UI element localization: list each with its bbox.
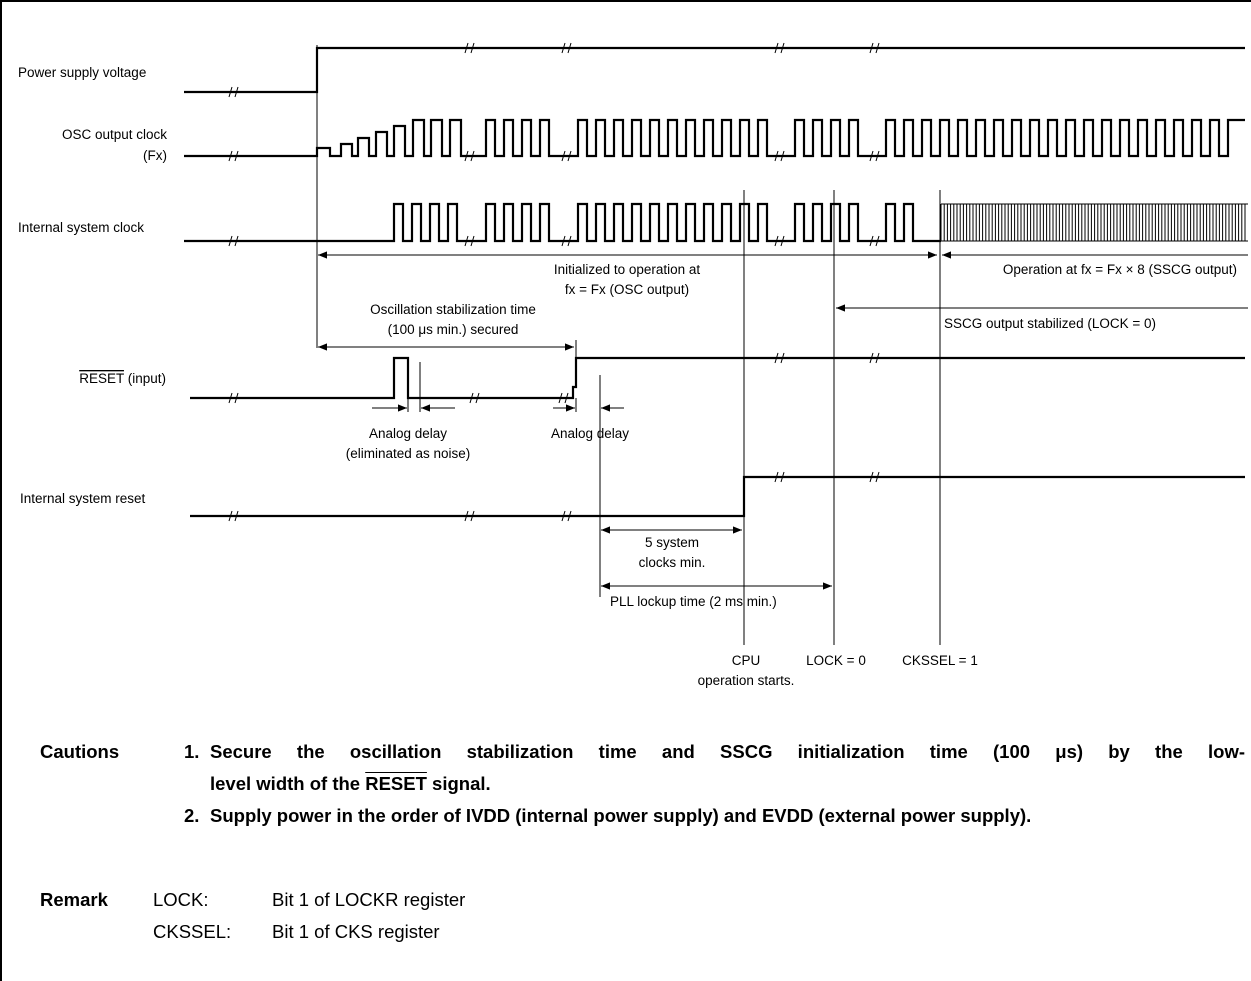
remark-term-lock: LOCK:	[153, 889, 209, 910]
text-delay-noise-1: Analog delay	[369, 426, 447, 441]
sysreset-break-1	[228, 510, 239, 522]
sysreset-waveform	[190, 475, 1245, 518]
sysclk-sscg-bounds	[941, 203, 1248, 242]
timing-diagram: Power supply voltage OSC output clock (F…	[18, 42, 1248, 688]
osc-waveform	[184, 118, 1245, 158]
sysclk-break-3	[869, 235, 880, 247]
sysclk-break-2	[774, 235, 785, 247]
text-lock0: LOCK = 0	[806, 653, 866, 668]
reset-break-3	[558, 392, 569, 404]
reset-break-2	[469, 392, 480, 404]
remark-desc-ckssel: Bit 1 of CKS register	[272, 921, 440, 942]
text-5clocks-2: clocks min.	[639, 555, 706, 570]
label-sysclk: Internal system clock	[18, 220, 144, 235]
text-sscg-op: Operation at fx = Fx × 8 (SSCG output)	[1003, 262, 1237, 277]
label-osc: OSC output clock	[62, 127, 167, 142]
caution-1-reset: RESET	[365, 773, 427, 794]
label-reset-in: RESET (input)	[79, 371, 166, 386]
text-osc-stab-1: Oscillation stabilization time	[370, 302, 536, 317]
osc-break-0	[464, 150, 475, 162]
power-break-1	[561, 42, 572, 54]
osc-break-low	[228, 150, 239, 162]
label-osc-fx: (Fx)	[143, 148, 167, 163]
text-cpu-2: operation starts.	[698, 673, 795, 688]
text-init-op-2: fx = Fx (OSC output)	[565, 282, 689, 297]
sysreset-break-5	[869, 471, 880, 483]
cautions-block: Cautions 1. Secure the oscillation stabi…	[40, 736, 1245, 832]
sysclk-break-low	[228, 235, 239, 247]
power-break-low	[228, 86, 239, 98]
reset-break-5	[869, 352, 880, 364]
reset-break-1	[228, 392, 239, 404]
text-delay: Analog delay	[551, 426, 629, 441]
waveforms	[184, 46, 1248, 518]
reset-break-4	[774, 352, 785, 364]
power-waveform	[184, 46, 1245, 94]
osc-break-2	[774, 150, 785, 162]
remark-term-ckssel: CKSSEL:	[153, 921, 232, 942]
sysclk-break-1	[561, 235, 572, 247]
text-osc-stab-2: (100 μs min.) secured	[388, 322, 519, 337]
osc-break-1	[561, 150, 572, 162]
remark-block: Remark LOCK: Bit 1 of LOCKR register CKS…	[40, 884, 465, 948]
osc-break-3	[869, 150, 880, 162]
label-reset-bar: RESET	[79, 371, 124, 386]
power-break-0	[464, 42, 475, 54]
caution-1-line2: level width of the RESET signal.	[210, 773, 491, 794]
caution-1-line1: Secure the oscillation stabilization tim…	[210, 741, 1245, 762]
power-break-2	[774, 42, 785, 54]
sysreset-break-2	[464, 510, 475, 522]
cautions-heading: Cautions	[40, 741, 120, 762]
text-sscg-stab: SSCG output stabilized (LOCK = 0)	[944, 316, 1156, 331]
sysreset-break-4	[774, 471, 785, 483]
label-sysreset: Internal system reset	[20, 491, 146, 506]
text-cpu-1: CPU	[732, 653, 761, 668]
caution-2-text: Supply power in the order of IVDD (inter…	[210, 805, 1032, 826]
text-pll-lockup: PLL lockup time (2 ms min.)	[610, 594, 777, 609]
remark-heading: Remark	[40, 889, 108, 910]
text-ckssel1: CKSSEL = 1	[902, 653, 978, 668]
reset-waveform	[190, 356, 1245, 400]
text-delay-noise-2: (eliminated as noise)	[346, 446, 471, 461]
text-5clocks-1: 5 system	[645, 535, 699, 550]
sysclk-sscg-dense	[940, 204, 1246, 241]
caution-2-num: 2.	[184, 805, 200, 826]
sysclk-waveform	[184, 202, 941, 243]
break-marks	[228, 42, 880, 522]
label-power: Power supply voltage	[18, 65, 146, 80]
text-init-op-1: Initialized to operation at	[554, 262, 701, 277]
caution-1-num: 1.	[184, 741, 200, 762]
remark-desc-lock: Bit 1 of LOCKR register	[272, 889, 466, 910]
sysreset-break-3	[561, 510, 572, 522]
sysclk-break-0	[464, 235, 475, 247]
power-break-3	[869, 42, 880, 54]
